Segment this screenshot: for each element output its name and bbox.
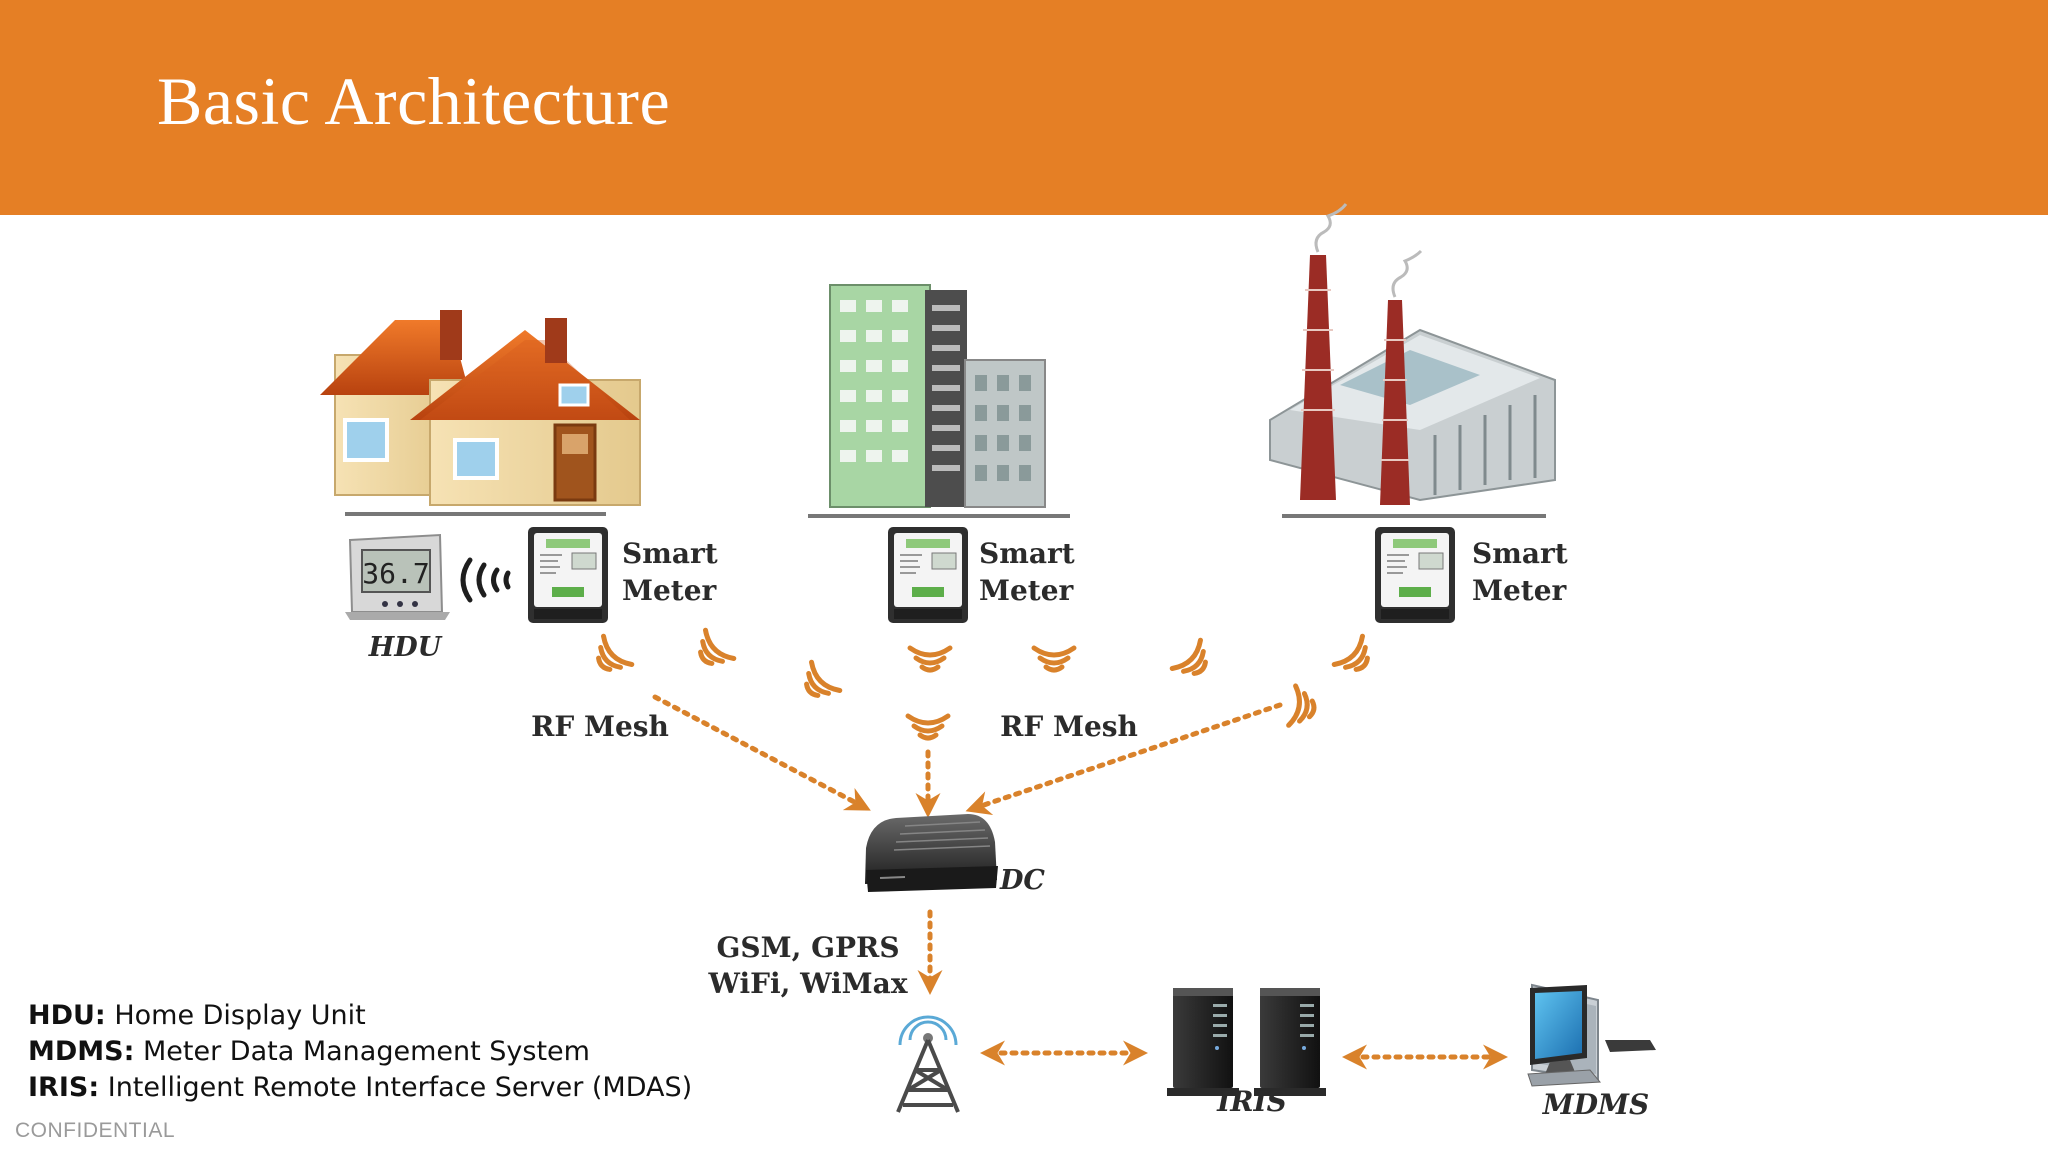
legend-term: MDMS: <box>28 1036 135 1067</box>
hdu-label: HDU <box>368 632 443 663</box>
legend-term: HDU: <box>28 1000 106 1031</box>
legend-definition: Home Display Unit <box>114 1000 366 1031</box>
smart-meter-label: Smart <box>622 537 718 570</box>
server-icon <box>1167 988 1239 1096</box>
smart-meter-label: Meter <box>979 574 1075 607</box>
hdu-signal-icon <box>460 557 511 603</box>
office-building-icon <box>829 284 1046 508</box>
wifi-label: WiFi, WiMax <box>707 967 907 1000</box>
legend-definition: Meter Data Management System <box>143 1036 590 1067</box>
ground-lines <box>345 512 1546 518</box>
data-concentrator-icon <box>865 814 998 892</box>
mdms-label: MDMS <box>1542 1088 1650 1121</box>
legend: HDU: Home Display Unit MDMS: Meter Data … <box>28 998 692 1106</box>
legend-item-iris: IRIS: Intelligent Remote Interface Serve… <box>28 1070 692 1106</box>
antenna-tower-icon <box>896 1015 960 1113</box>
hdu-device-icon: 36.7 <box>345 533 450 620</box>
smart-meter-icon <box>887 526 969 624</box>
smart-meter-label: Smart <box>979 537 1075 570</box>
rf-wave-icons <box>596 627 1370 741</box>
header-banner: Basic Architecture <box>0 0 2048 215</box>
server-icon <box>1254 988 1326 1096</box>
dc-label: DC <box>999 865 1045 896</box>
legend-term: IRIS: <box>28 1072 100 1103</box>
smart-meter-label: Meter <box>1472 574 1568 607</box>
confidential-footer: CONFIDENTIAL <box>15 1119 176 1142</box>
hdu-display-value: 36.7 <box>362 557 429 590</box>
smart-meter-icon <box>1374 526 1456 624</box>
rf-mesh-label: RF Mesh <box>1000 710 1138 743</box>
rf-mesh-label: RF Mesh <box>531 710 669 743</box>
iris-label: IRIS <box>1216 1085 1287 1118</box>
smart-meter-icon <box>527 526 609 624</box>
legend-item-mdms: MDMS: Meter Data Management System <box>28 1034 692 1070</box>
bidirectional-arrows <box>980 1040 1508 1070</box>
houses-icon <box>320 310 641 506</box>
rf-mesh-arrows <box>652 694 1283 818</box>
page-title: Basic Architecture <box>157 63 671 139</box>
smart-meter-label: Smart <box>1472 537 1568 570</box>
legend-definition: Intelligent Remote Interface Server (MDA… <box>107 1072 693 1103</box>
gsm-label: GSM, GPRS <box>716 931 899 964</box>
smart-meter-label: Meter <box>622 574 718 607</box>
computer-icon <box>1527 983 1656 1087</box>
factory-icon <box>1269 203 1556 505</box>
legend-item-hdu: HDU: Home Display Unit <box>28 998 692 1034</box>
